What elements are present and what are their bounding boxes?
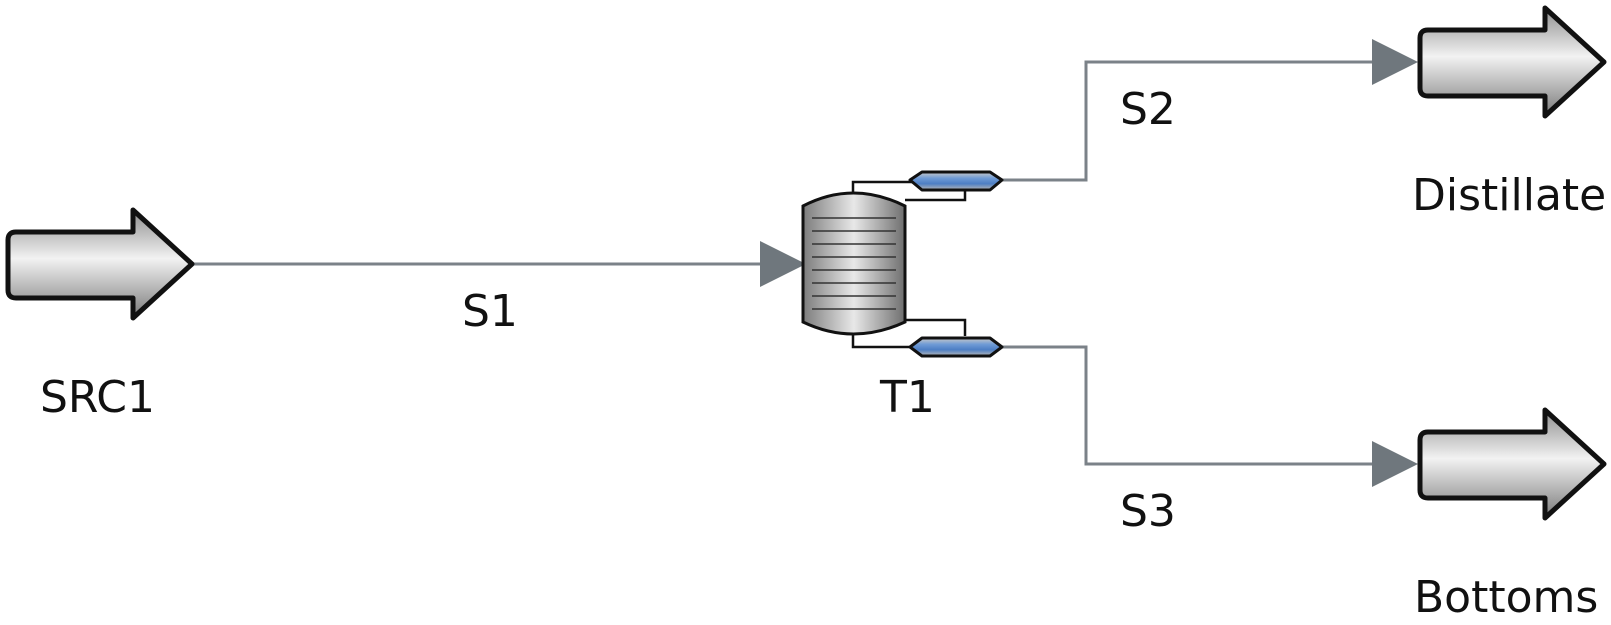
stream-s2-arrowhead [1372, 39, 1418, 85]
stream-s2-label: S2 [1120, 84, 1176, 135]
stream-s1-label: S1 [462, 286, 518, 337]
stream-s1[interactable]: S1 [188, 241, 806, 337]
stream-s3-line[interactable] [1000, 345, 1378, 466]
source-block-src1[interactable]: SRC1 [5, 207, 195, 423]
product-arrow-icon[interactable] [1417, 5, 1607, 119]
column-trays [812, 217, 896, 310]
product-block-distillate[interactable]: Distillate [1412, 5, 1607, 221]
column-block-label: T1 [879, 372, 935, 423]
product-block-bottoms-label: Bottoms [1414, 572, 1598, 623]
stream-s3-label: S3 [1120, 486, 1176, 537]
distillation-column-icon[interactable] [801, 191, 907, 336]
stream-s2-line[interactable] [1000, 60, 1378, 182]
stream-s3-arrowhead [1372, 441, 1418, 487]
stream-s2[interactable]: S2 [1000, 39, 1418, 182]
reboiler-icon[interactable] [908, 336, 1004, 358]
stream-s1-arrowhead [760, 241, 806, 287]
product-arrow-icon[interactable] [1417, 407, 1607, 521]
condenser-icon[interactable] [908, 170, 1004, 192]
column-block-t1[interactable]: T1 [801, 170, 1004, 423]
product-block-distillate-label: Distillate [1412, 170, 1606, 221]
product-block-bottoms[interactable]: Bottoms [1414, 407, 1607, 623]
source-block-label: SRC1 [40, 372, 155, 423]
feed-arrow-icon[interactable] [5, 207, 195, 321]
stream-s3[interactable]: S3 [1000, 345, 1418, 537]
